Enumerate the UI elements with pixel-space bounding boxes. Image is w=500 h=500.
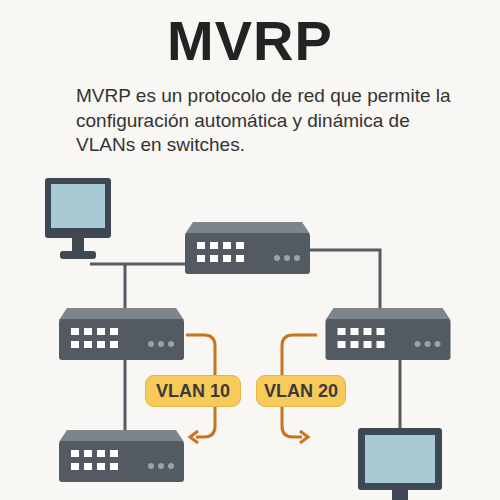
- switch-icon: [59, 430, 184, 482]
- switch-icon: [59, 308, 184, 360]
- monitor-icon: [45, 178, 111, 259]
- vlan-text: VLAN 10: [156, 381, 230, 402]
- diagram-title: MVRP: [0, 8, 500, 73]
- vlan-text: VLAN 20: [264, 381, 338, 402]
- description-text: MVRP es un protocolo de red que permite …: [76, 84, 461, 158]
- vlan-label: VLAN 10: [145, 375, 241, 407]
- monitor-icon: [358, 428, 442, 500]
- vlan-label: VLAN 20: [256, 375, 346, 407]
- switch-icon: [185, 222, 310, 274]
- switch-icon: [326, 308, 451, 360]
